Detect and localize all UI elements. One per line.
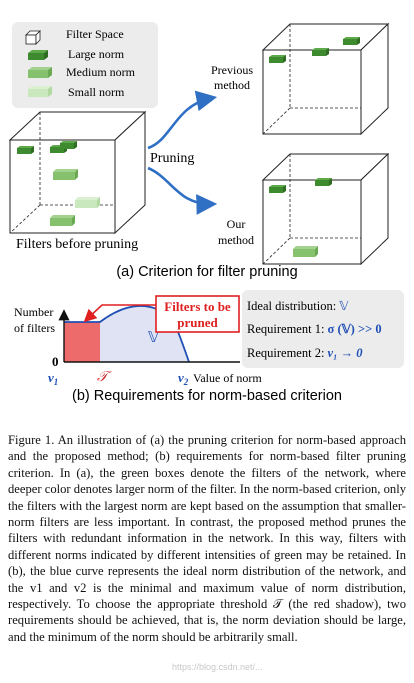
filter-box — [312, 48, 329, 56]
legend-medium-norm: Medium norm — [66, 65, 136, 79]
plot-origin: 0 — [52, 354, 59, 369]
legend-large-norm: Large norm — [68, 47, 125, 61]
large-norm-swatch — [28, 50, 48, 60]
requirement-2: Requirement 2: v₁ → 0 — [247, 346, 363, 360]
annotation-arrow — [83, 304, 156, 323]
annotation-line2: pruned — [177, 315, 218, 330]
caption-text: Figure 1. An illustration of (a) the pru… — [8, 433, 406, 644]
cube-our-method — [261, 152, 390, 266]
v1-label: v1 — [48, 370, 58, 387]
our-method-line2: method — [218, 233, 254, 247]
filter-box — [315, 178, 332, 186]
filter-box — [75, 197, 100, 208]
plot-ylabel-2: of filters — [14, 321, 55, 335]
filter-box — [269, 55, 286, 63]
plot-ylabel-1: Number — [14, 305, 53, 319]
plot-xlabel: Value of norm — [193, 371, 262, 385]
requirements-panel: Ideal distribution: 𝕍 Requirement 1: σ (… — [242, 290, 404, 368]
threshold-label: 𝒯 — [97, 370, 112, 385]
filter-box — [60, 141, 77, 149]
filters-before-label: Filters before pruning — [16, 237, 138, 252]
our-method-line1: Our — [227, 217, 246, 231]
watermark: https://blog.csdn.net/... — [172, 662, 263, 672]
pruned-region — [64, 322, 100, 362]
arrow-previous — [147, 90, 218, 150]
cube-previous-method — [261, 22, 390, 136]
requirement-1: Requirement 1: σ (𝕍) >> 0 — [247, 322, 382, 336]
medium-norm-swatch — [28, 67, 52, 78]
filter-box — [293, 246, 318, 257]
filter-box — [269, 185, 286, 193]
cube-before-pruning — [8, 110, 147, 235]
arrow-ours — [147, 166, 218, 215]
legend-panel: Filter Space Large norm Medium norm Smal… — [12, 22, 158, 108]
previous-method-line2: method — [214, 78, 250, 92]
annotation-line1: Filters to be — [164, 299, 231, 314]
figure-1: Filter Space Large norm Medium norm Smal… — [8, 22, 404, 404]
norm-distribution-plot: Number of filters 0 v1 𝒯 v2 Value of nor… — [14, 295, 262, 387]
small-norm-swatch — [28, 86, 52, 97]
subfigure-b-caption: (b) Requirements for norm-based criterio… — [72, 388, 342, 404]
filter-box — [343, 37, 360, 45]
previous-method-line1: Previous — [211, 63, 253, 77]
figure-caption: Figure 1. An illustration of (a) the pru… — [8, 432, 406, 645]
ideal-distribution: Ideal distribution: 𝕍 — [247, 299, 349, 313]
filter-space-icon — [25, 30, 41, 45]
v2-label: v2 — [178, 370, 189, 387]
legend-filter-space: Filter Space — [66, 27, 124, 41]
legend-small-norm: Small norm — [68, 85, 125, 99]
distribution-symbol: 𝕍 — [148, 330, 159, 346]
filter-box — [17, 146, 34, 154]
filter-box — [50, 215, 75, 226]
pruning-label: Pruning — [150, 151, 194, 166]
filter-box — [53, 169, 78, 180]
subfigure-a-caption: (a) Criterion for filter pruning — [116, 264, 297, 280]
annotation-box — [155, 295, 240, 333]
